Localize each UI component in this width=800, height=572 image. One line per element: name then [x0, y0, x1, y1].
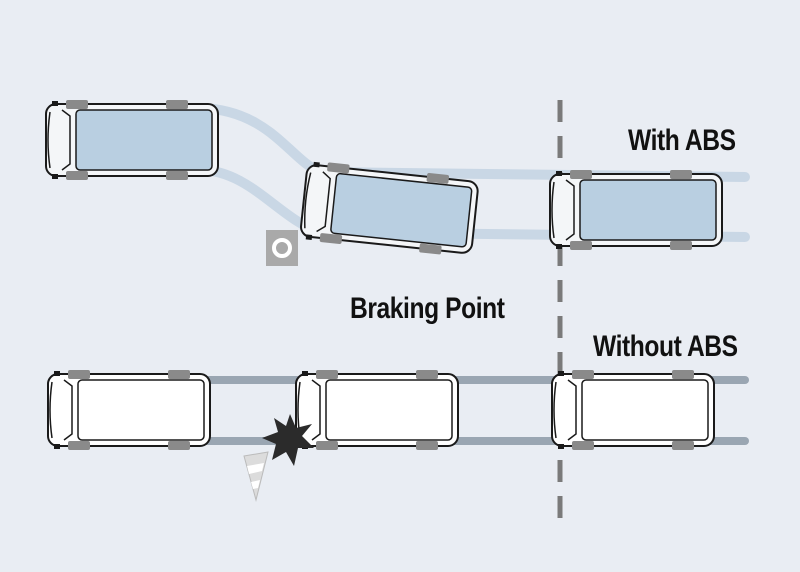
abs-van-end	[549, 169, 723, 251]
abs-van-start	[45, 99, 219, 181]
braking-point-label: Braking Point	[350, 292, 505, 325]
without-abs-label: Without ABS	[593, 330, 738, 363]
traffic-cone-icon	[243, 451, 269, 502]
with-abs-label: With ABS	[628, 124, 736, 157]
no-abs-van-start	[47, 369, 211, 451]
impact-star-icon	[262, 414, 314, 466]
no-abs-van-end	[551, 369, 715, 451]
no-abs-van-middle	[295, 369, 459, 451]
braking-point-marker-icon	[266, 230, 298, 266]
